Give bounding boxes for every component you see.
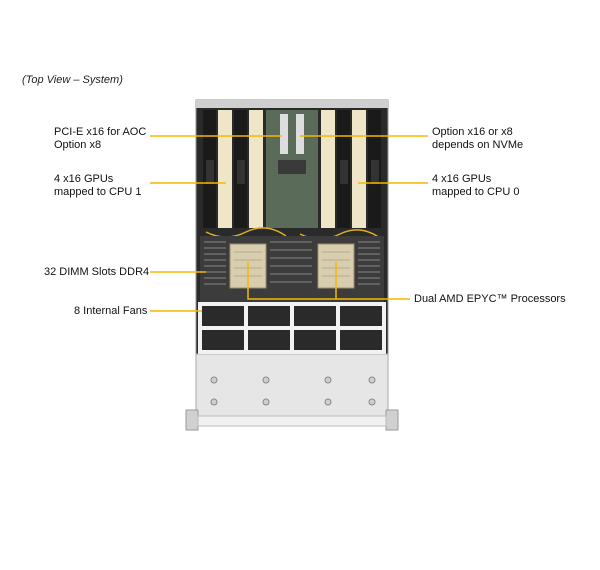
leader-lines (150, 135, 428, 312)
label-processors: Dual AMD EPYC™ Processors (414, 293, 566, 305)
label-option-line1: Option x16 or x8 (432, 126, 513, 138)
gpu-bank-right (321, 110, 381, 228)
label-gpu-cpu0-line1: 4 x16 GPUs (432, 173, 492, 185)
gpu-bank-left (203, 110, 263, 228)
label-pcie-aoc: PCI-E x16 for AOC Option x8 (54, 126, 146, 152)
center-board (266, 110, 318, 228)
fan-bank (198, 302, 386, 354)
label-gpu-cpu1-line2: mapped to CPU 1 (54, 186, 142, 198)
label-gpu-cpu0-line2: mapped to CPU 0 (432, 186, 520, 198)
label-option: Option x16 or x8 depends on NVMe (432, 126, 523, 152)
label-pcie-aoc-line1: PCI-E x16 for AOC (54, 126, 147, 138)
drive-cage-screws (210, 376, 376, 406)
label-gpu-cpu1-line1: 4 x16 GPUs (54, 173, 114, 185)
label-dimm: 32 DIMM Slots DDR4 (44, 266, 150, 278)
label-fans: 8 Internal Fans (74, 305, 148, 317)
label-gpu-cpu1: 4 x16 GPUs mapped to CPU 1 (54, 173, 141, 199)
label-option-line2: depends on NVMe (432, 139, 524, 151)
motherboard (200, 236, 384, 302)
label-gpu-cpu0: 4 x16 GPUs mapped to CPU 0 (432, 173, 519, 199)
label-pcie-aoc-line2: Option x8 (54, 139, 102, 151)
leader-processors (247, 262, 410, 300)
diagram-caption: (Top View – System) (22, 74, 123, 86)
